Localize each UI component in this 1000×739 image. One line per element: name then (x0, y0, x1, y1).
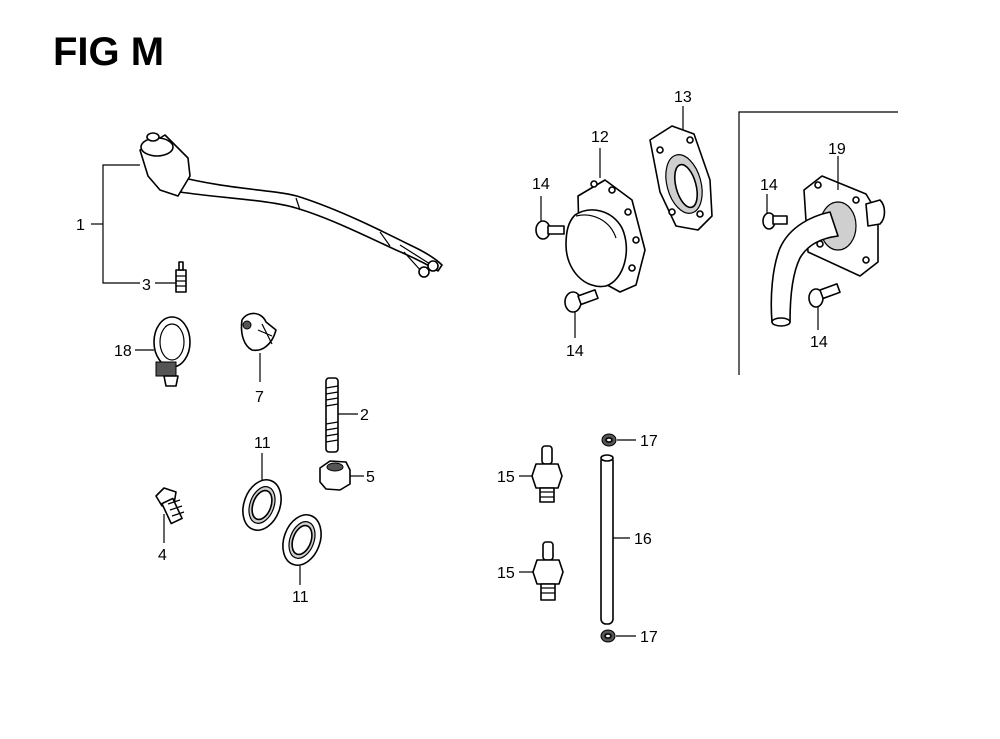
stud-part-2 (325, 377, 339, 453)
nipple-part-15-lower (532, 541, 564, 601)
gasket-part-11-upper (242, 479, 282, 531)
callout-14-d: 14 (810, 334, 828, 351)
callout-13: 13 (674, 89, 692, 106)
callout-2: 2 (360, 407, 369, 424)
callout-18: 18 (114, 343, 132, 360)
gasket-part-11-lower (282, 514, 322, 566)
cable-assembly-part-1 (139, 132, 443, 278)
callout-16: 16 (634, 531, 652, 548)
callout-11-lower: 11 (292, 589, 309, 606)
screw-part-3 (175, 261, 187, 293)
screw-part-14-c (762, 212, 788, 230)
screw-part-14-b (564, 289, 599, 313)
callout-3: 3 (142, 277, 151, 294)
bolt-part-4 (155, 487, 185, 525)
group-divider (738, 111, 898, 375)
callout-17-upper: 17 (640, 433, 658, 450)
tube-part-16 (600, 454, 614, 625)
nut-part-5 (319, 460, 351, 491)
callout-14-a: 14 (532, 176, 550, 193)
clip-part-17-lower (600, 629, 616, 643)
flange-part-13 (649, 125, 713, 231)
callout-5: 5 (366, 469, 375, 486)
callout-15-lower: 15 (497, 565, 515, 582)
screw-part-14-d (808, 283, 841, 308)
callout-7: 7 (255, 389, 264, 406)
nipple-part-15-upper (531, 445, 563, 503)
callout-14-c: 14 (760, 177, 778, 194)
callout-1: 1 (76, 217, 85, 234)
callout-19: 19 (828, 141, 846, 158)
callout-14-b: 14 (566, 343, 584, 360)
screw-part-14-a (535, 220, 565, 240)
figure-title: FIG M (53, 30, 165, 74)
callout-11-upper: 11 (254, 435, 271, 452)
callout-12: 12 (591, 129, 609, 146)
hose-clamp-part-18 (153, 316, 191, 387)
callout-15-upper: 15 (497, 469, 515, 486)
callout-17-lower: 17 (640, 629, 658, 646)
clip-part-17-upper (601, 433, 617, 447)
pipe-fitting-part-19 (770, 175, 886, 327)
callout-bracket-1 (91, 164, 140, 284)
cover-part-12 (565, 179, 646, 293)
callout-4: 4 (158, 547, 167, 564)
wire-clip-part-7 (240, 312, 277, 352)
